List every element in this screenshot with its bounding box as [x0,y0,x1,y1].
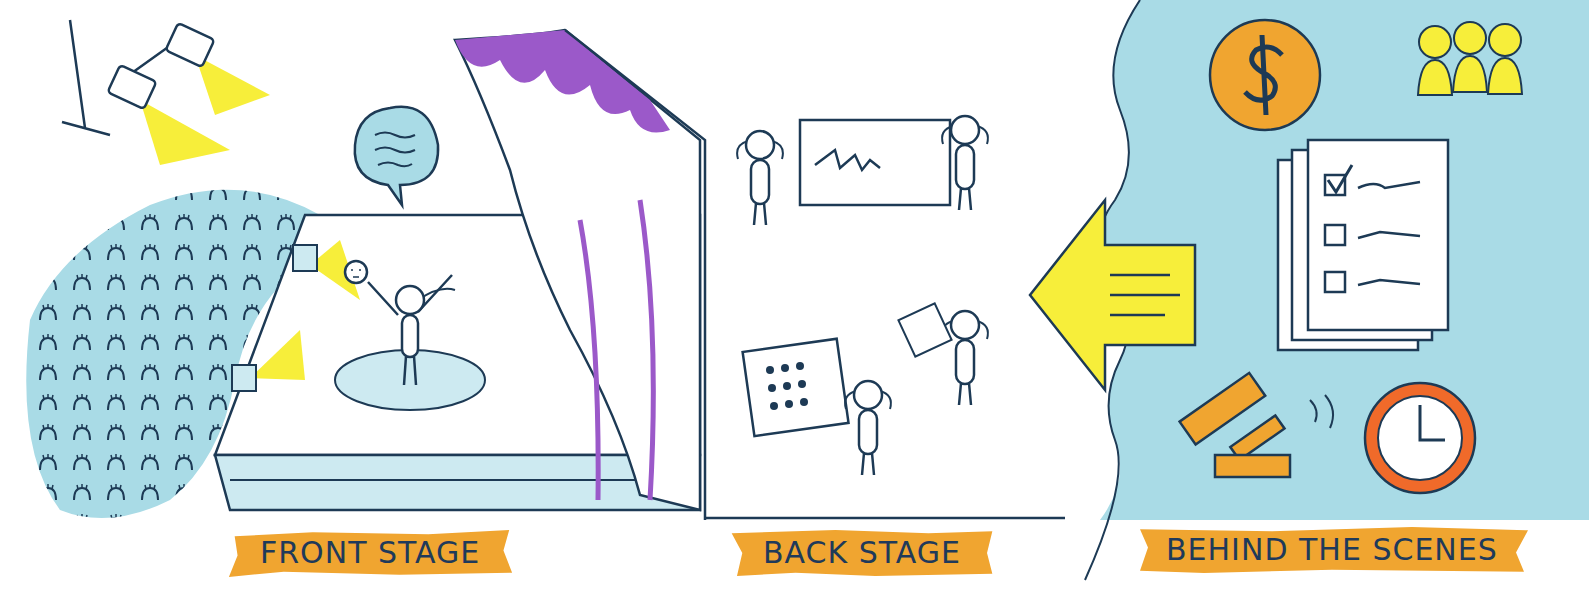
section-label: BEHIND THE SCENES [1166,532,1498,568]
section-label: FRONT STAGE [260,535,480,571]
label-band: BEHIND THE SCENES [1132,524,1532,576]
section-label: BACK STAGE [763,535,961,571]
label-band: BACK STAGE [729,527,995,579]
label-band: FRONT STAGE [226,527,515,579]
